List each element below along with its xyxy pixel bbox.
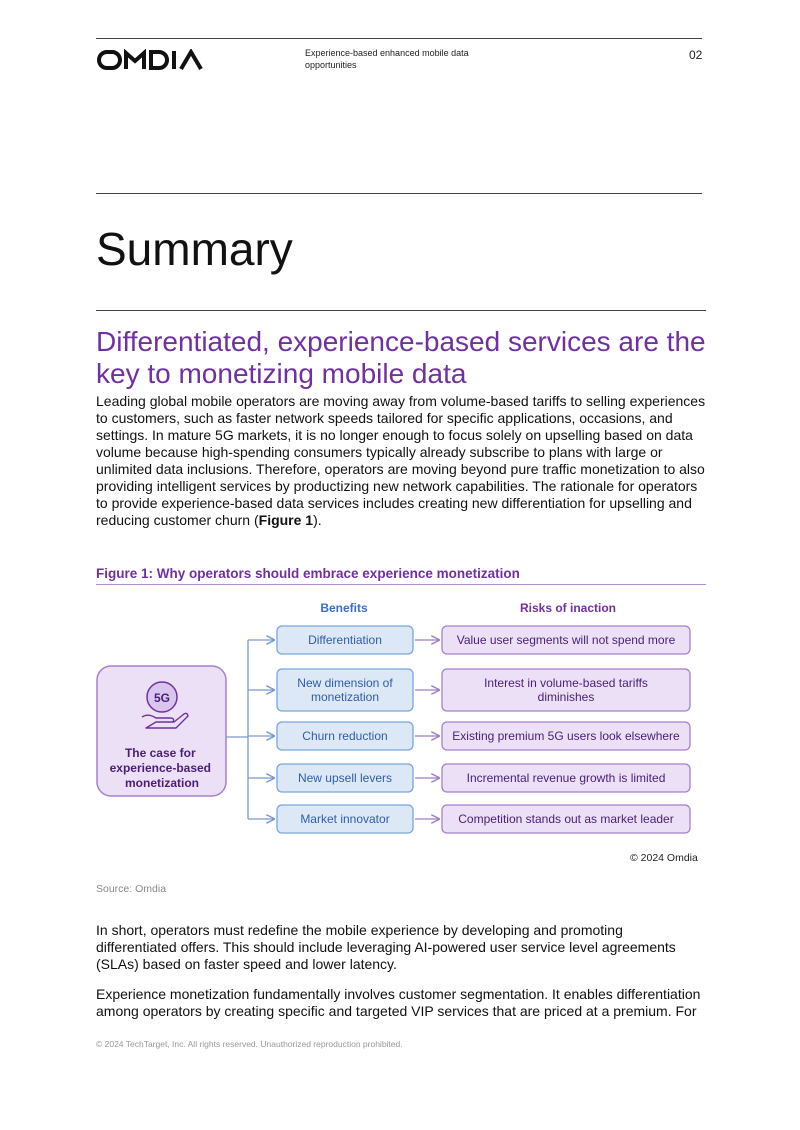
risk-box bbox=[441, 804, 691, 834]
diagram-row: Differentiation Value user segments will … bbox=[248, 625, 691, 655]
figure-title-rule bbox=[96, 584, 706, 585]
benefit-label: New upsell levers bbox=[298, 771, 392, 785]
section-heading: Differentiated, experience-based service… bbox=[96, 326, 706, 389]
intro-text: Leading global mobile operators are movi… bbox=[96, 393, 706, 528]
benefit-box bbox=[276, 625, 414, 655]
case-box bbox=[96, 665, 227, 797]
paragraph-2: In short, operators must redefine the mo… bbox=[96, 922, 676, 972]
risk-label: Incremental revenue growth is limited bbox=[467, 771, 666, 785]
figure-reference: Figure 1 bbox=[258, 512, 314, 528]
risk-label: Competition stands out as market leader bbox=[458, 812, 673, 826]
risk-label: Existing premium 5G users look elsewhere bbox=[452, 729, 680, 743]
figure-diagram: Benefits Risks of inaction 5G The case f… bbox=[96, 601, 691, 834]
section-rule-top bbox=[96, 193, 702, 194]
intro-text-end: ). bbox=[313, 512, 322, 528]
page-footer: © 2024 TechTarget, Inc. All rights reser… bbox=[96, 1039, 403, 1049]
benefit-label: Differentiation bbox=[308, 633, 382, 647]
risk-label: Value user segments will not spend more bbox=[457, 633, 676, 647]
figure-source: Source: Omdia bbox=[96, 883, 167, 895]
diagram-row: Churn reduction Existing premium 5G users… bbox=[248, 721, 691, 751]
benefit-label: Churn reduction bbox=[302, 729, 387, 743]
risk-box bbox=[441, 763, 691, 793]
benefit-box bbox=[276, 804, 414, 834]
benefits-header: Benefits bbox=[320, 601, 368, 615]
5g-badge-text: 5G bbox=[154, 691, 170, 705]
benefit-box bbox=[276, 763, 414, 793]
header-top-rule bbox=[96, 38, 702, 39]
page-title: Summary bbox=[96, 223, 293, 275]
benefit-label: Market innovator bbox=[300, 812, 389, 826]
benefit-box bbox=[276, 668, 414, 712]
page-number: 02 bbox=[689, 48, 703, 62]
case-label: The case for experience-based monetizati… bbox=[110, 746, 215, 790]
risk-box bbox=[441, 668, 691, 712]
omdia-logo bbox=[97, 49, 203, 71]
benefit-box bbox=[276, 721, 414, 751]
risk-box bbox=[441, 721, 691, 751]
risk-box bbox=[441, 625, 691, 655]
paragraph-3: Experience monetization fundamentally in… bbox=[96, 986, 701, 1019]
figure-copyright: © 2024 Omdia bbox=[630, 852, 698, 864]
document-title: Experience-based enhanced mobile data op… bbox=[305, 48, 469, 70]
diagram-row: New upsell levers Incremental revenue gro… bbox=[248, 763, 691, 793]
section-rule-bottom bbox=[96, 310, 706, 311]
risks-header: Risks of inaction bbox=[520, 601, 616, 615]
5g-hand-icon: 5G bbox=[141, 681, 189, 729]
intro-paragraph: Leading global mobile operators are movi… bbox=[96, 393, 706, 529]
diagram-row: Market innovator Competition stands out a… bbox=[248, 804, 691, 834]
figure-title: Figure 1: Why operators should embrace e… bbox=[96, 566, 520, 581]
